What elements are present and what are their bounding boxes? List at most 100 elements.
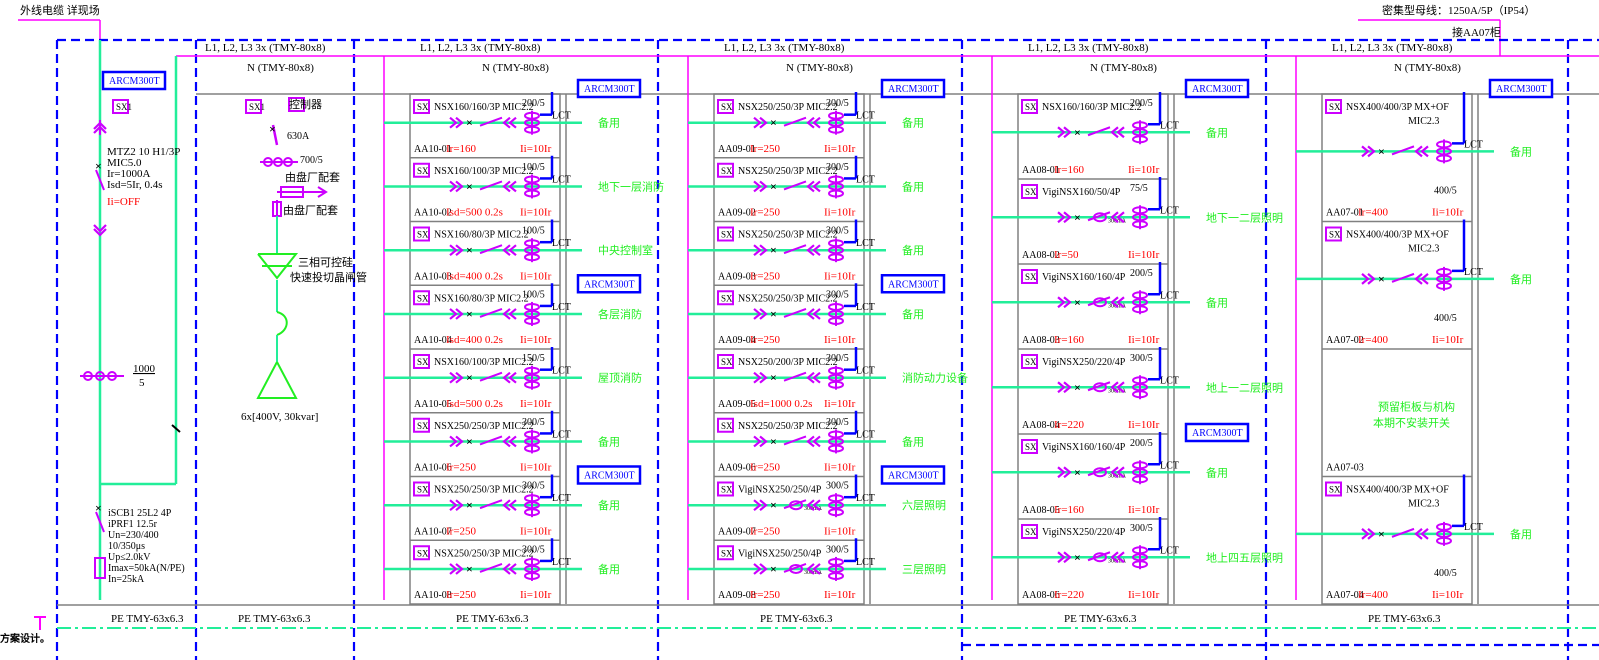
connector-icon [1057,296,1072,309]
ii-value: Ii=10Ir [520,270,552,282]
setting-value: Ir=250 [446,525,477,537]
breaker-icon: × [466,562,503,576]
breaker-icon: × [770,116,807,130]
sx-tag: SX [717,545,734,561]
ct-ratio: 300/5 [1130,353,1153,364]
ii-value: Ii=10Ir [1128,249,1160,261]
sx-label: SX [417,548,429,558]
sx-tag: SX [1325,226,1342,242]
ii-value: Ii=10Ir [520,334,552,346]
setting-value: Ir=160 [1054,164,1085,176]
meter-label: ARCM300T [1496,84,1547,95]
feeder-id: AA10-03 [414,271,452,282]
feeder-id: AA09-03 [718,271,756,282]
connector-icon [1414,528,1429,540]
connector-icon [1110,296,1125,309]
current-transformer-icon [524,238,540,263]
load-name: 六层照明 [902,499,946,512]
sx-label: SX1 [249,102,265,112]
ii-value: Ii=10Ir [824,334,856,346]
breaker-icon: × [1378,272,1415,286]
breaker-spec: NSX250/250/3P MIC2.2 [738,293,838,304]
lct-label: LCT [1464,139,1483,150]
load-name: 屋顶消防 [598,371,642,385]
lct-label: LCT [856,238,875,249]
load-name: 备用 [1206,465,1228,479]
svg-text:×: × [1074,380,1081,394]
feeder-panel: L1, L2, L3 3x (TMY-80x8)N (TMY-80x8)PE T… [687,42,968,625]
pe-bus-label: PE TMY-63x6.3 [760,613,833,625]
connector-icon [449,308,464,320]
sx-tag: SX [717,417,734,433]
setting-value: Isd=500 0.2s [446,398,503,410]
breaker-spec: NSX250/200/3P MIC2.2 [738,357,838,368]
connector-icon [502,371,517,384]
ii-value: Ii=10Ir [824,143,856,155]
bus-n-label: N (TMY-80x8) [482,62,549,74]
lct-label: LCT [1160,375,1179,386]
load-name: 各层消防 [598,307,642,321]
pe-bus-label: PE TMY-63x6.3 [238,613,311,625]
load-name: 备用 [902,116,924,130]
spd-spec: 10/350μs [108,541,145,552]
sx-tag: SX [1021,99,1038,114]
load-name: 消防动力设备 [902,371,968,385]
svg-text:×: × [1378,144,1385,158]
breaker-icon: × [770,243,807,257]
current-transformer-icon [1436,266,1452,291]
ct-ratio: 100/5 [522,226,545,237]
lct-label: LCT [856,366,875,377]
ii-value: Ii=10Ir [520,525,552,537]
breaker-icon: × [1074,550,1111,564]
svg-text:×: × [466,498,473,512]
feeder-id: AA10-01 [414,144,452,155]
setting-value: Ir=220 [1054,589,1085,601]
bus-n-label: N (TMY-80x8) [247,62,314,74]
scr-label: 快速投切晶闸管 [290,270,367,284]
connector-icon [1057,126,1072,139]
scr-label: 三相可控硅 [298,255,353,269]
bus-n-label: N (TMY-80x8) [786,62,853,74]
lct-label: LCT [1160,545,1179,556]
sx-tag: SX [1021,184,1038,199]
breaker-icon: × [1074,210,1111,224]
ii-value: Ii=10Ir [1128,589,1160,601]
ct-ratio: 200/5 [1130,98,1153,109]
ct-ratio: 400/5 [1434,313,1457,324]
ii-value: Ii=10Ir [520,589,552,601]
lct-label: LCT [1160,120,1179,131]
sx-label: SX [417,421,429,431]
breaker-icon: × [1074,380,1111,394]
breaker-icon: × [1074,465,1111,479]
load-name: 地上一二层照明 [1206,381,1283,394]
sx-tag: SX [413,545,430,561]
load-name: 备用 [1510,272,1532,286]
sx-tag: SX [413,290,430,306]
breaker-icon: × [770,307,807,321]
svg-text:×: × [770,243,777,257]
lct-label: LCT [1160,460,1179,471]
breaker-icon: × [466,179,503,193]
svg-text:×: × [1074,295,1081,309]
feeder-id: AA09-06 [718,463,756,474]
breaker-icon: × [466,243,503,257]
ct-ratio: 300/5 [522,481,545,492]
feeder-id: AA07-04 [1326,590,1364,601]
meter-label: ARCM300T [1192,428,1243,439]
ct-ratio: 200/5 [522,98,545,109]
setting-value: Ir=250 [446,462,477,474]
bottom-fragment: 方案设计。 [0,632,50,645]
load-name: 备用 [1510,527,1532,541]
arcm300t-meter: ARCM300T [880,274,946,294]
breaker-icon: × [466,307,503,321]
ct-ratio: 300/5 [522,544,545,555]
load-name: 备用 [1206,125,1228,139]
